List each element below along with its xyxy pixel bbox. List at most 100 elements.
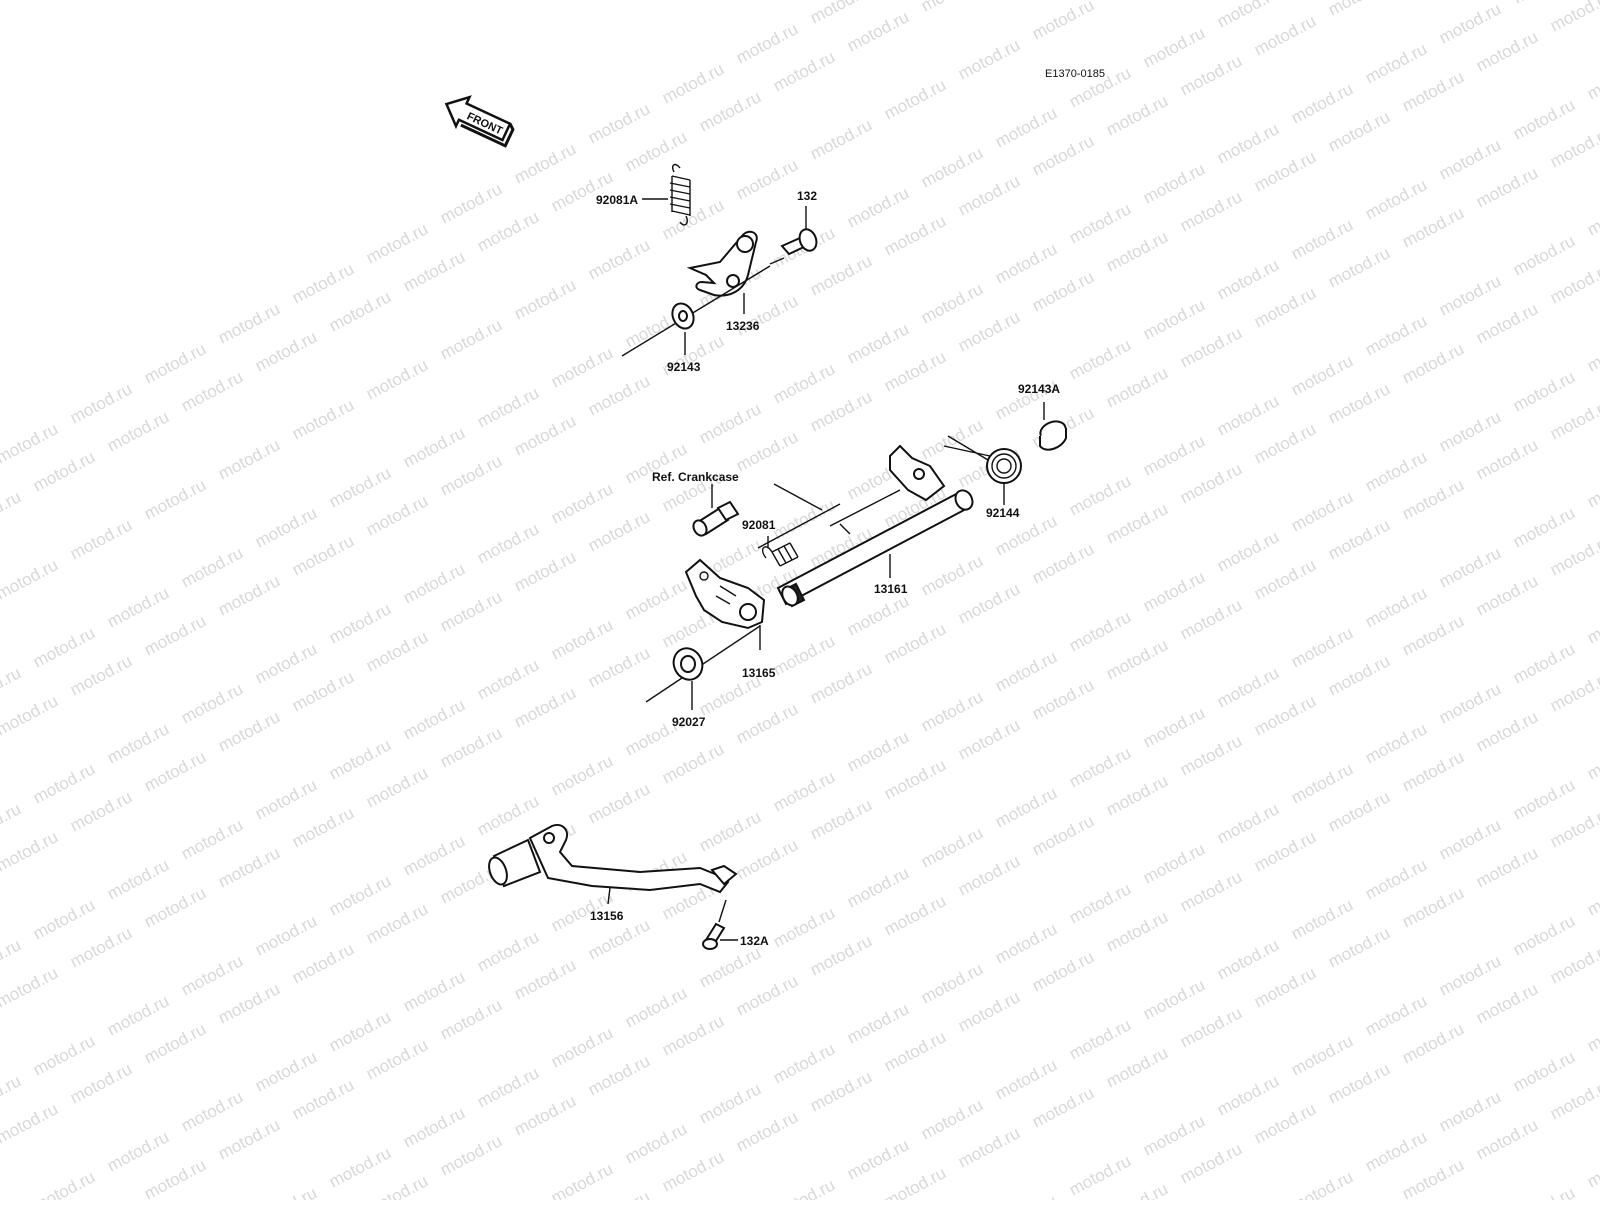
- watermark-text: motod.ru: [1436, 1087, 1504, 1135]
- bolt-132: 132: [769, 189, 818, 265]
- oil-seal-92027: 92027: [645, 625, 761, 729]
- watermark-text: motod.ru: [215, 1115, 283, 1163]
- callout-ref-crankcase: Ref. Crankcase: [652, 470, 739, 484]
- watermark-text: motod.ru: [770, 767, 838, 815]
- watermark-text: motod.ru: [215, 299, 283, 347]
- watermark-text: motod.ru: [1362, 175, 1430, 223]
- watermark-text: motod.ru: [400, 831, 468, 879]
- front-arrow-icon: FRONT: [444, 95, 515, 148]
- watermark-text: motod.ru: [1584, 1143, 1600, 1191]
- watermark-text: motod.ru: [0, 555, 61, 603]
- watermark-text: motod.ru: [30, 623, 98, 671]
- watermark-text: motod.ru: [1510, 367, 1578, 415]
- watermark-text: motod.ru: [1251, 827, 1319, 875]
- watermark-text: motod.ru: [1103, 499, 1171, 547]
- watermark-text: motod.ru: [1547, 803, 1600, 851]
- watermark-text: motod.ru: [141, 747, 209, 795]
- callout-132: 132: [797, 189, 817, 203]
- watermark-text: motod.ru: [881, 1163, 949, 1200]
- watermark-text: motod.ru: [733, 835, 801, 883]
- watermark-text: motod.ru: [1140, 567, 1208, 615]
- watermark-text: motod.ru: [1547, 667, 1600, 715]
- watermark-text: motod.ru: [1103, 1179, 1171, 1200]
- watermark-text: motod.ru: [918, 551, 986, 599]
- watermark-text: motod.ru: [1214, 391, 1282, 439]
- watermark-text: motod.ru: [1251, 11, 1319, 59]
- watermark-text: motod.ru: [955, 579, 1023, 627]
- watermark-text: motod.ru: [1399, 67, 1467, 115]
- watermark-text: motod.ru: [104, 991, 172, 1039]
- watermark-text: motod.ru: [992, 103, 1060, 151]
- watermark-text: motod.ru: [1066, 607, 1134, 655]
- watermark-text: motod.ru: [252, 327, 320, 375]
- watermark-text: motod.ru: [67, 923, 135, 971]
- shift-pedal-13156: 13156: [488, 824, 738, 923]
- watermark-text: motod.ru: [585, 371, 653, 419]
- watermark-text: motod.ru: [1547, 123, 1600, 171]
- watermark-text: motod.ru: [511, 139, 579, 187]
- return-spring-92144: 92144: [943, 435, 1022, 520]
- watermark-text: motod.ru: [1177, 1139, 1245, 1187]
- watermark-text: motod.ru: [1473, 163, 1541, 211]
- watermark-text: motod.ru: [622, 575, 690, 623]
- watermark-text: motod.ru: [733, 699, 801, 747]
- watermark-text: motod.ru: [474, 519, 542, 567]
- watermark-text: motod.ru: [326, 599, 394, 647]
- watermark-text: motod.ru: [1584, 599, 1600, 647]
- watermark-text: motod.ru: [252, 1047, 320, 1095]
- watermark-text: motod.ru: [1399, 1155, 1467, 1200]
- watermark-text: motod.ru: [215, 843, 283, 891]
- watermark-text: motod.ru: [918, 959, 986, 1007]
- watermark-text: motod.ru: [1103, 91, 1171, 139]
- watermark-text: motod.ru: [511, 955, 579, 1003]
- watermark-text: motod.ru: [770, 1039, 838, 1087]
- watermark-text: motod.ru: [178, 367, 246, 415]
- watermark-text: motod.ru: [0, 799, 24, 847]
- watermark-text: motod.ru: [1140, 703, 1208, 751]
- watermark-text: motod.ru: [696, 399, 764, 447]
- watermark-text: motod.ru: [141, 1019, 209, 1067]
- watermark-text: motod.ru: [178, 815, 246, 863]
- watermark-text: motod.ru: [178, 951, 246, 999]
- watermark-text: motod.ru: [1584, 55, 1600, 103]
- watermark-text: motod.ru: [252, 911, 320, 959]
- watermark-text: motod.ru: [733, 1107, 801, 1155]
- watermark-text: motod.ru: [511, 547, 579, 595]
- callout-92081: 92081: [742, 518, 776, 532]
- watermark-text: motod.ru: [1177, 1003, 1245, 1051]
- watermark-text: motod.ru: [1510, 1047, 1578, 1095]
- watermark-text: motod.ru: [1251, 1099, 1319, 1147]
- shift-arm-13236: 13236: [686, 230, 760, 333]
- watermark-text: motod.ru: [0, 935, 24, 983]
- watermark-text: motod.ru: [1288, 79, 1356, 127]
- watermark-text: motod.ru: [585, 99, 653, 147]
- watermark-text: motod.ru: [918, 415, 986, 463]
- watermark-text: motod.ru: [807, 251, 875, 299]
- watermark-text: motod.ru: [733, 155, 801, 203]
- watermark-text: motod.ru: [1214, 935, 1282, 983]
- watermark-text: motod.ru: [733, 427, 801, 475]
- watermark-text: motod.ru: [1251, 283, 1319, 331]
- watermark-text: motod.ru: [1510, 639, 1578, 687]
- diagram-code: E1370-0185: [1045, 68, 1105, 80]
- callout-132a: 132A: [740, 934, 769, 948]
- watermark-text: motod.ru: [585, 1187, 653, 1200]
- watermark-text: motod.ru: [1473, 843, 1541, 891]
- watermark-text: motod.ru: [1510, 911, 1578, 959]
- watermark-text: motod.ru: [141, 339, 209, 387]
- watermark-text: motod.ru: [955, 851, 1023, 899]
- watermark-text: motod.ru: [1103, 363, 1171, 411]
- watermark-text: motod.ru: [585, 1051, 653, 1099]
- watermark-text: motod.ru: [104, 1127, 172, 1175]
- watermark-text: motod.ru: [696, 1079, 764, 1127]
- watermark-text: motod.ru: [955, 171, 1023, 219]
- collar-92143a: 92143A: [1018, 382, 1067, 451]
- watermark-text: motod.ru: [1325, 515, 1393, 563]
- callout-92143: 92143: [667, 360, 701, 374]
- watermark-text: motod.ru: [807, 1067, 875, 1115]
- watermark-text: motod.ru: [807, 659, 875, 707]
- watermark-text: motod.ru: [1510, 0, 1578, 8]
- watermark-text: motod.ru: [437, 315, 505, 363]
- watermark-text: motod.ru: [585, 235, 653, 283]
- watermark-text: motod.ru: [1066, 335, 1134, 383]
